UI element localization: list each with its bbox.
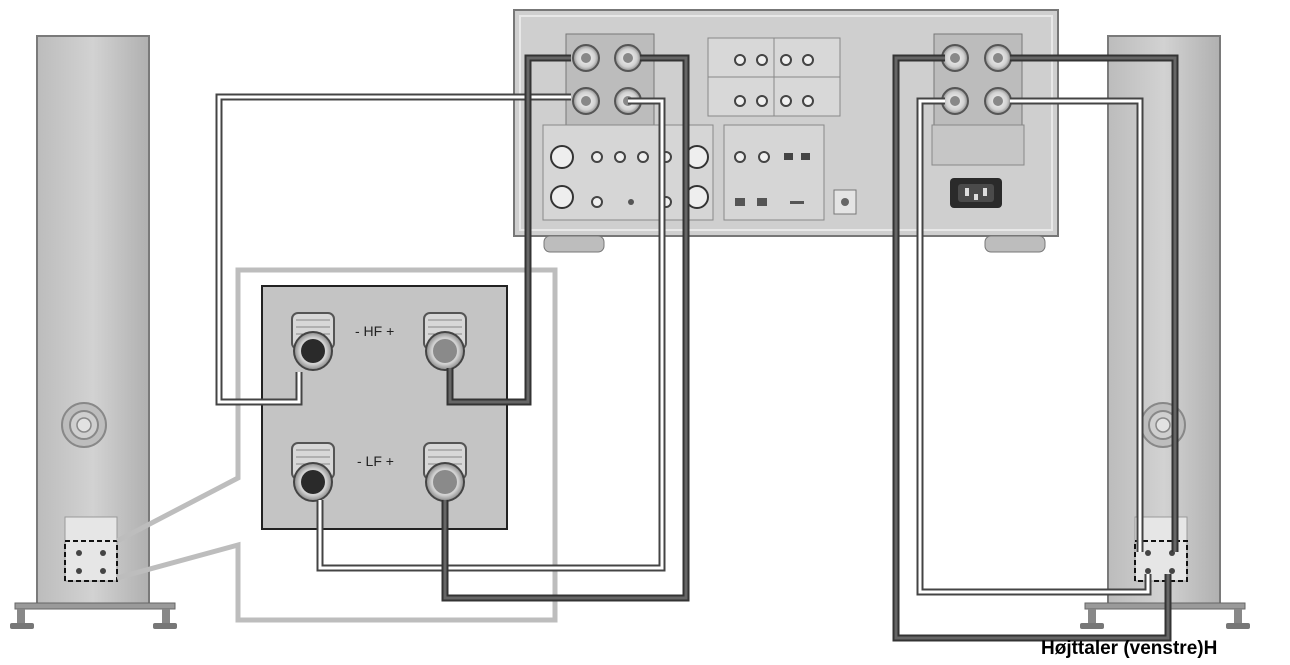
left-speaker	[10, 35, 177, 629]
zoom-callout-lines	[115, 267, 558, 623]
speaker-caption: Højttaler (venstre)H	[1041, 638, 1218, 659]
amplifier-rear-panel-icon	[513, 9, 1059, 253]
lf-terminal-label: - LF +	[357, 453, 394, 469]
left-channel-wires	[215, 54, 690, 602]
right-channel-wires	[892, 54, 1179, 642]
right-speaker-terminal-highlight	[1134, 540, 1188, 582]
power-inlet-icon	[950, 178, 1002, 208]
right-speaker-cabinet	[1107, 35, 1221, 607]
right-speaker	[1080, 35, 1250, 629]
hf-minus-binding-post-icon	[291, 312, 335, 371]
hf-plus-binding-post-icon	[423, 312, 467, 371]
left-speaker-terminal-plate	[64, 516, 118, 582]
lf-minus-binding-post-icon	[291, 442, 335, 502]
left-speaker-terminal-highlight	[64, 540, 118, 582]
lf-plus-binding-post-icon	[423, 442, 467, 502]
left-speaker-base	[14, 602, 176, 610]
left-speaker-cabinet	[36, 35, 150, 607]
terminal-closeup-panel: - HF + - LF +	[261, 285, 508, 530]
hf-terminal-label: - HF +	[355, 323, 394, 339]
